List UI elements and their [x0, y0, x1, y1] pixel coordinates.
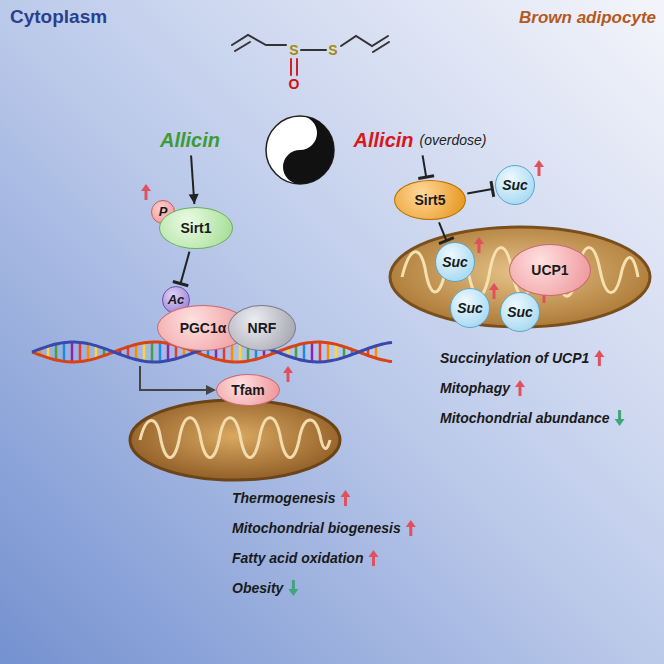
connector-group [189, 155, 199, 204]
node-text: Ac [168, 293, 185, 308]
arrow-head [189, 194, 199, 204]
node-text: Suc [507, 304, 533, 320]
node-text: Suc [457, 300, 483, 316]
allicin-molecule [232, 35, 389, 75]
connector-group [439, 222, 454, 243]
succinyl-mark: Suc [450, 288, 490, 328]
increase-arrow [474, 237, 484, 253]
increase-arrow [283, 366, 293, 382]
yin-yang-symbol [266, 116, 334, 184]
node-text: Allicin [160, 129, 220, 152]
mitochondrion-right [390, 227, 650, 327]
atom-label: O [289, 76, 300, 92]
drug-label: Allicin (overdose) [351, 128, 490, 153]
atom-label: S [328, 42, 337, 58]
increase-arrow [340, 490, 350, 506]
drug-label: Allicin [157, 128, 223, 153]
node-text: NRF [248, 320, 277, 336]
increase-arrow [406, 520, 416, 536]
outcome-label: Mitochondrial biogenesis [232, 520, 401, 536]
outcome-label: Obesity [232, 580, 283, 596]
succinyl-mark: Suc [495, 165, 535, 205]
node-text: Suc [502, 177, 528, 193]
mitochondrion-left [130, 400, 340, 480]
increase-arrow [141, 184, 151, 200]
node-text: (overdose) [420, 132, 487, 148]
cell-type-label: Brown adipocyte [519, 8, 656, 28]
decrease-arrow [615, 410, 625, 426]
node-text: Sirt1 [180, 220, 211, 236]
protein-ellipse: Sirt1 [159, 207, 233, 249]
node-text: Allicin [354, 129, 414, 152]
succinyl-mark: Suc [435, 242, 475, 282]
protein-ellipse: Tfam [216, 374, 280, 406]
node-text: UCP1 [531, 262, 568, 278]
decrease-arrow [288, 580, 298, 596]
connector-group [173, 252, 190, 286]
increase-arrow [489, 283, 499, 299]
connector-group [418, 155, 434, 178]
inhibition-line [467, 189, 492, 193]
node-text: PGC1α [180, 320, 227, 336]
increase-arrow [534, 160, 544, 176]
outcome-label: Mitophagy [440, 380, 510, 396]
increase-arrow [515, 380, 525, 396]
outcome-label: Thermogenesis [232, 490, 335, 506]
outcome-label: Succinylation of UCP1 [440, 350, 589, 366]
compartment-label: Cytoplasm [10, 6, 107, 28]
succinyl-mark: Suc [500, 292, 540, 332]
change-arrows [141, 160, 625, 596]
inhibition-bar [418, 176, 434, 179]
inhibition-bar [491, 181, 494, 197]
node-text: Suc [442, 254, 468, 270]
protein-ellipse: Sirt5 [394, 180, 466, 220]
increase-arrow [594, 350, 604, 366]
protein-ellipse: NRF [228, 305, 296, 351]
protein-ellipse: UCP1 [509, 244, 591, 296]
connector-group [467, 181, 493, 197]
increase-arrow [368, 550, 378, 566]
node-text: Sirt5 [414, 192, 445, 208]
node-text: Tfam [231, 382, 264, 398]
inhibition-line [439, 222, 446, 240]
inhibition-line [181, 252, 190, 284]
inhibition-line [423, 155, 427, 177]
atom-label: S [289, 42, 298, 58]
outcome-label: Fatty acid oxidation [232, 550, 363, 566]
outcome-label: Mitochondrial abundance [440, 410, 610, 426]
transcription-arrow [140, 366, 216, 395]
